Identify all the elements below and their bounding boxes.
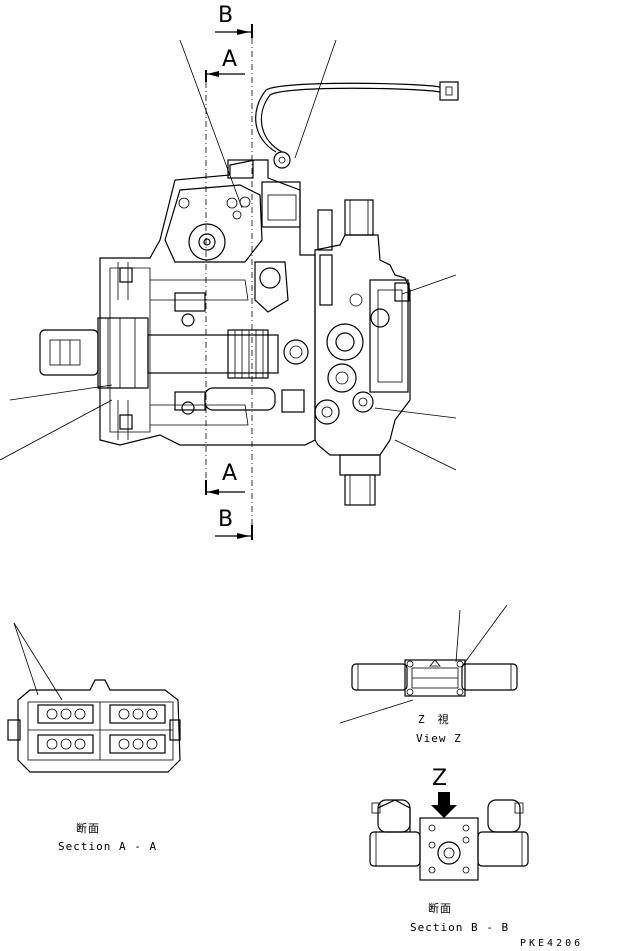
shaft-coupling bbox=[39, 317, 279, 389]
section-bb-label: Section B - B bbox=[410, 921, 509, 934]
section-a-bottom-label: A bbox=[222, 461, 237, 486]
section-cut-lines bbox=[205, 24, 253, 540]
view-z-label-jp: Z 視 bbox=[418, 712, 450, 726]
section-bb-drawing bbox=[369, 792, 529, 881]
section-b-bottom-label: B bbox=[218, 507, 233, 532]
section-bb-label-jp: 断面 bbox=[428, 901, 452, 915]
pump-main-view bbox=[39, 81, 459, 506]
view-z-drawing bbox=[339, 604, 518, 724]
section-aa-label: Section A - A bbox=[58, 840, 157, 853]
drawing-code: PKE4206 bbox=[520, 938, 583, 949]
section-a-top-label: A bbox=[222, 47, 237, 72]
section-aa-drawing bbox=[7, 622, 181, 773]
view-z-arrow-label: Z bbox=[432, 766, 447, 791]
view-z-label: View Z bbox=[416, 732, 462, 745]
section-aa-label-jp: 断面 bbox=[76, 821, 100, 835]
main-view-leader-lines bbox=[0, 39, 457, 471]
section-b-top-label: B bbox=[218, 3, 233, 28]
